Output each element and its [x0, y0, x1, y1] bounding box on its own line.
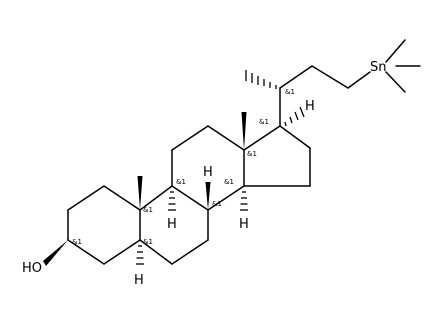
c8-h-wedge — [205, 182, 211, 210]
c19-methyl-wedge — [137, 176, 143, 210]
c21-methyl-hash — [245, 70, 277, 89]
h-c5-label: H — [134, 273, 144, 288]
h-c17-label: H — [305, 99, 315, 114]
stereo-label-c14: &1 — [224, 178, 234, 186]
c17-h-hash — [284, 106, 305, 127]
stereo-label-c8: &1 — [212, 200, 222, 208]
stereo-label-c13: &1 — [247, 150, 257, 158]
ring-a — [67, 185, 141, 265]
h-c9-label: H — [167, 217, 177, 232]
stereo-label-c9: &1 — [176, 178, 186, 186]
c14-h-hash — [240, 191, 248, 211]
ring-c — [171, 125, 245, 211]
stereo-label-c20: &1 — [285, 88, 295, 96]
side-chain — [279, 39, 421, 127]
stereo-label-c10: &1 — [143, 206, 153, 214]
ring-d — [243, 125, 311, 187]
stereo-label-c5: &1 — [143, 238, 153, 246]
ring-b — [139, 185, 209, 265]
c9-h-hash — [168, 191, 176, 211]
c5-h-hash — [136, 245, 144, 265]
tin-label: Sn — [370, 60, 387, 75]
h-c8-label: H — [203, 165, 213, 180]
hydroxyl-label: HO — [22, 261, 42, 276]
stereo-label-c17: &1 — [259, 118, 269, 126]
h-c14-label: H — [239, 217, 249, 232]
stereo-label-c3: &1 — [72, 238, 82, 246]
c3-oh-wedge — [43, 240, 68, 266]
c18-methyl-wedge — [241, 112, 247, 150]
